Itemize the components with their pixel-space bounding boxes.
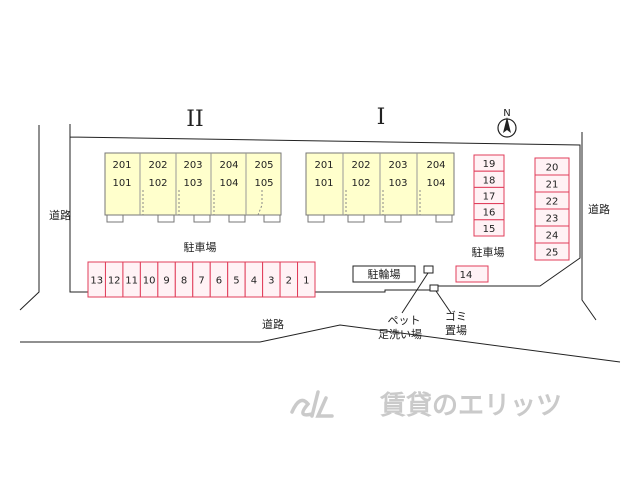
unit-left-4-top: 204 — [219, 160, 238, 171]
parking-column-right: 20 21 22 23 24 25 — [534, 157, 570, 261]
parking-space-20: 20 — [534, 157, 570, 176]
parking-space-16: 16 — [473, 203, 505, 221]
parking-space-10: 10 — [139, 261, 159, 298]
parking-space-14: 14 — [455, 265, 489, 283]
unit-left-3-bottom: 103 — [183, 178, 202, 189]
svg-text:N: N — [503, 108, 510, 119]
svg-text:4: 4 — [251, 276, 257, 287]
unit-right-1-top: 201 — [314, 160, 333, 171]
svg-text:8: 8 — [181, 276, 187, 287]
svg-text:6: 6 — [216, 276, 222, 287]
parking-space-5: 5 — [227, 261, 246, 298]
building-label-right: I — [377, 105, 386, 130]
svg-text:21: 21 — [546, 180, 559, 191]
parking-space-25: 25 — [534, 242, 570, 261]
garbage-label-line1: ゴミ — [445, 309, 467, 323]
unit-left-2-bottom: 102 — [148, 178, 167, 189]
unit-left-5-top: 205 — [254, 160, 273, 171]
unit-left-1-bottom: 101 — [112, 178, 131, 189]
svg-text:駐輪場: 駐輪場 — [368, 267, 401, 281]
pet-wash-leader — [401, 272, 429, 314]
svg-text:9: 9 — [163, 276, 169, 287]
svg-text:23: 23 — [546, 214, 559, 225]
parking-space-7: 7 — [192, 261, 211, 298]
parking-label-left: 駐車場 — [184, 240, 217, 254]
parking-space-12: 12 — [104, 261, 124, 298]
unit-left-2-top: 202 — [148, 160, 167, 171]
garbage-leader — [435, 290, 452, 314]
north-arrow-icon: N — [497, 108, 517, 138]
road-edge-left — [19, 125, 40, 311]
parking-space-13: 13 — [87, 261, 106, 298]
svg-text:13: 13 — [90, 276, 103, 287]
parking-space-22: 22 — [534, 191, 570, 210]
svg-text:22: 22 — [546, 197, 559, 208]
parking-space-21: 21 — [534, 174, 570, 193]
svg-text:10: 10 — [143, 276, 156, 287]
svg-text:16: 16 — [483, 208, 496, 219]
building-label-left: II — [186, 107, 203, 132]
watermark-text: 賃貸のエリッツ — [379, 390, 562, 421]
parking-space-8: 8 — [174, 261, 194, 298]
parking-space-19: 19 — [473, 154, 505, 172]
parking-space-11: 11 — [122, 261, 141, 298]
unit-right-3-top: 203 — [388, 160, 407, 171]
unit-left-5-bottom: 105 — [254, 178, 273, 189]
unit-left-4-bottom: 104 — [219, 178, 238, 189]
svg-text:2: 2 — [286, 276, 292, 287]
building-left: 201 101 202 102 203 103 204 104 205 105 — [104, 152, 282, 223]
unit-left-1-top: 201 — [112, 160, 131, 171]
road-edge-right — [581, 132, 597, 321]
parking-column-middle: 19 18 17 16 15 — [473, 154, 505, 237]
parking-space-15: 15 — [473, 219, 505, 237]
svg-text:1: 1 — [303, 276, 309, 287]
bike-parking: 駐輪場 — [352, 265, 416, 283]
garbage-label-line2: 置場 — [445, 324, 467, 337]
parking-label-right: 駐車場 — [472, 245, 505, 259]
road-edge-bottom — [20, 324, 621, 363]
unit-right-4-top: 204 — [426, 160, 445, 171]
svg-text:15: 15 — [483, 224, 496, 235]
unit-right-3-bottom: 103 — [388, 178, 407, 189]
pet-wash-marker — [423, 265, 434, 274]
garbage-marker — [429, 284, 439, 292]
svg-text:17: 17 — [483, 192, 496, 203]
svg-text:3: 3 — [268, 276, 274, 287]
svg-text:20: 20 — [546, 163, 559, 174]
parking-space-23: 23 — [534, 208, 570, 227]
parking-space-17: 17 — [473, 186, 505, 205]
road-label-bottom: 道路 — [262, 317, 284, 331]
watermark-logo: 賃貸のエリッツ — [290, 390, 562, 421]
svg-text:25: 25 — [546, 248, 559, 259]
building-right: 201 101 202 102 203 103 204 104 — [305, 152, 455, 223]
parking-space-6: 6 — [209, 261, 229, 298]
road-label-left: 道路 — [49, 208, 71, 222]
pet-wash-label-line2: 足洗い場 — [378, 328, 422, 341]
parking-space-9: 9 — [157, 261, 176, 298]
parking-space-4: 4 — [244, 261, 264, 298]
parking-space-18: 18 — [473, 170, 505, 188]
unit-right-4-bottom: 104 — [426, 178, 445, 189]
parking-space-2: 2 — [279, 261, 299, 298]
unit-left-3-top: 203 — [183, 160, 202, 171]
road-label-right: 道路 — [588, 202, 610, 216]
svg-text:5: 5 — [233, 276, 239, 287]
svg-text:14: 14 — [460, 270, 473, 281]
parking-space-1: 1 — [297, 261, 316, 298]
svg-text:24: 24 — [546, 231, 559, 242]
pet-wash-label-line1: ペット — [388, 314, 421, 327]
parking-space-3: 3 — [262, 261, 281, 298]
svg-text:18: 18 — [483, 175, 496, 186]
unit-right-2-top: 202 — [351, 160, 370, 171]
unit-right-2-bottom: 102 — [351, 178, 370, 189]
svg-text:19: 19 — [483, 159, 496, 170]
svg-text:7: 7 — [198, 276, 204, 287]
svg-text:12: 12 — [108, 276, 121, 287]
svg-text:11: 11 — [125, 276, 138, 287]
unit-right-1-bottom: 101 — [314, 178, 333, 189]
parking-space-24: 24 — [534, 225, 570, 244]
